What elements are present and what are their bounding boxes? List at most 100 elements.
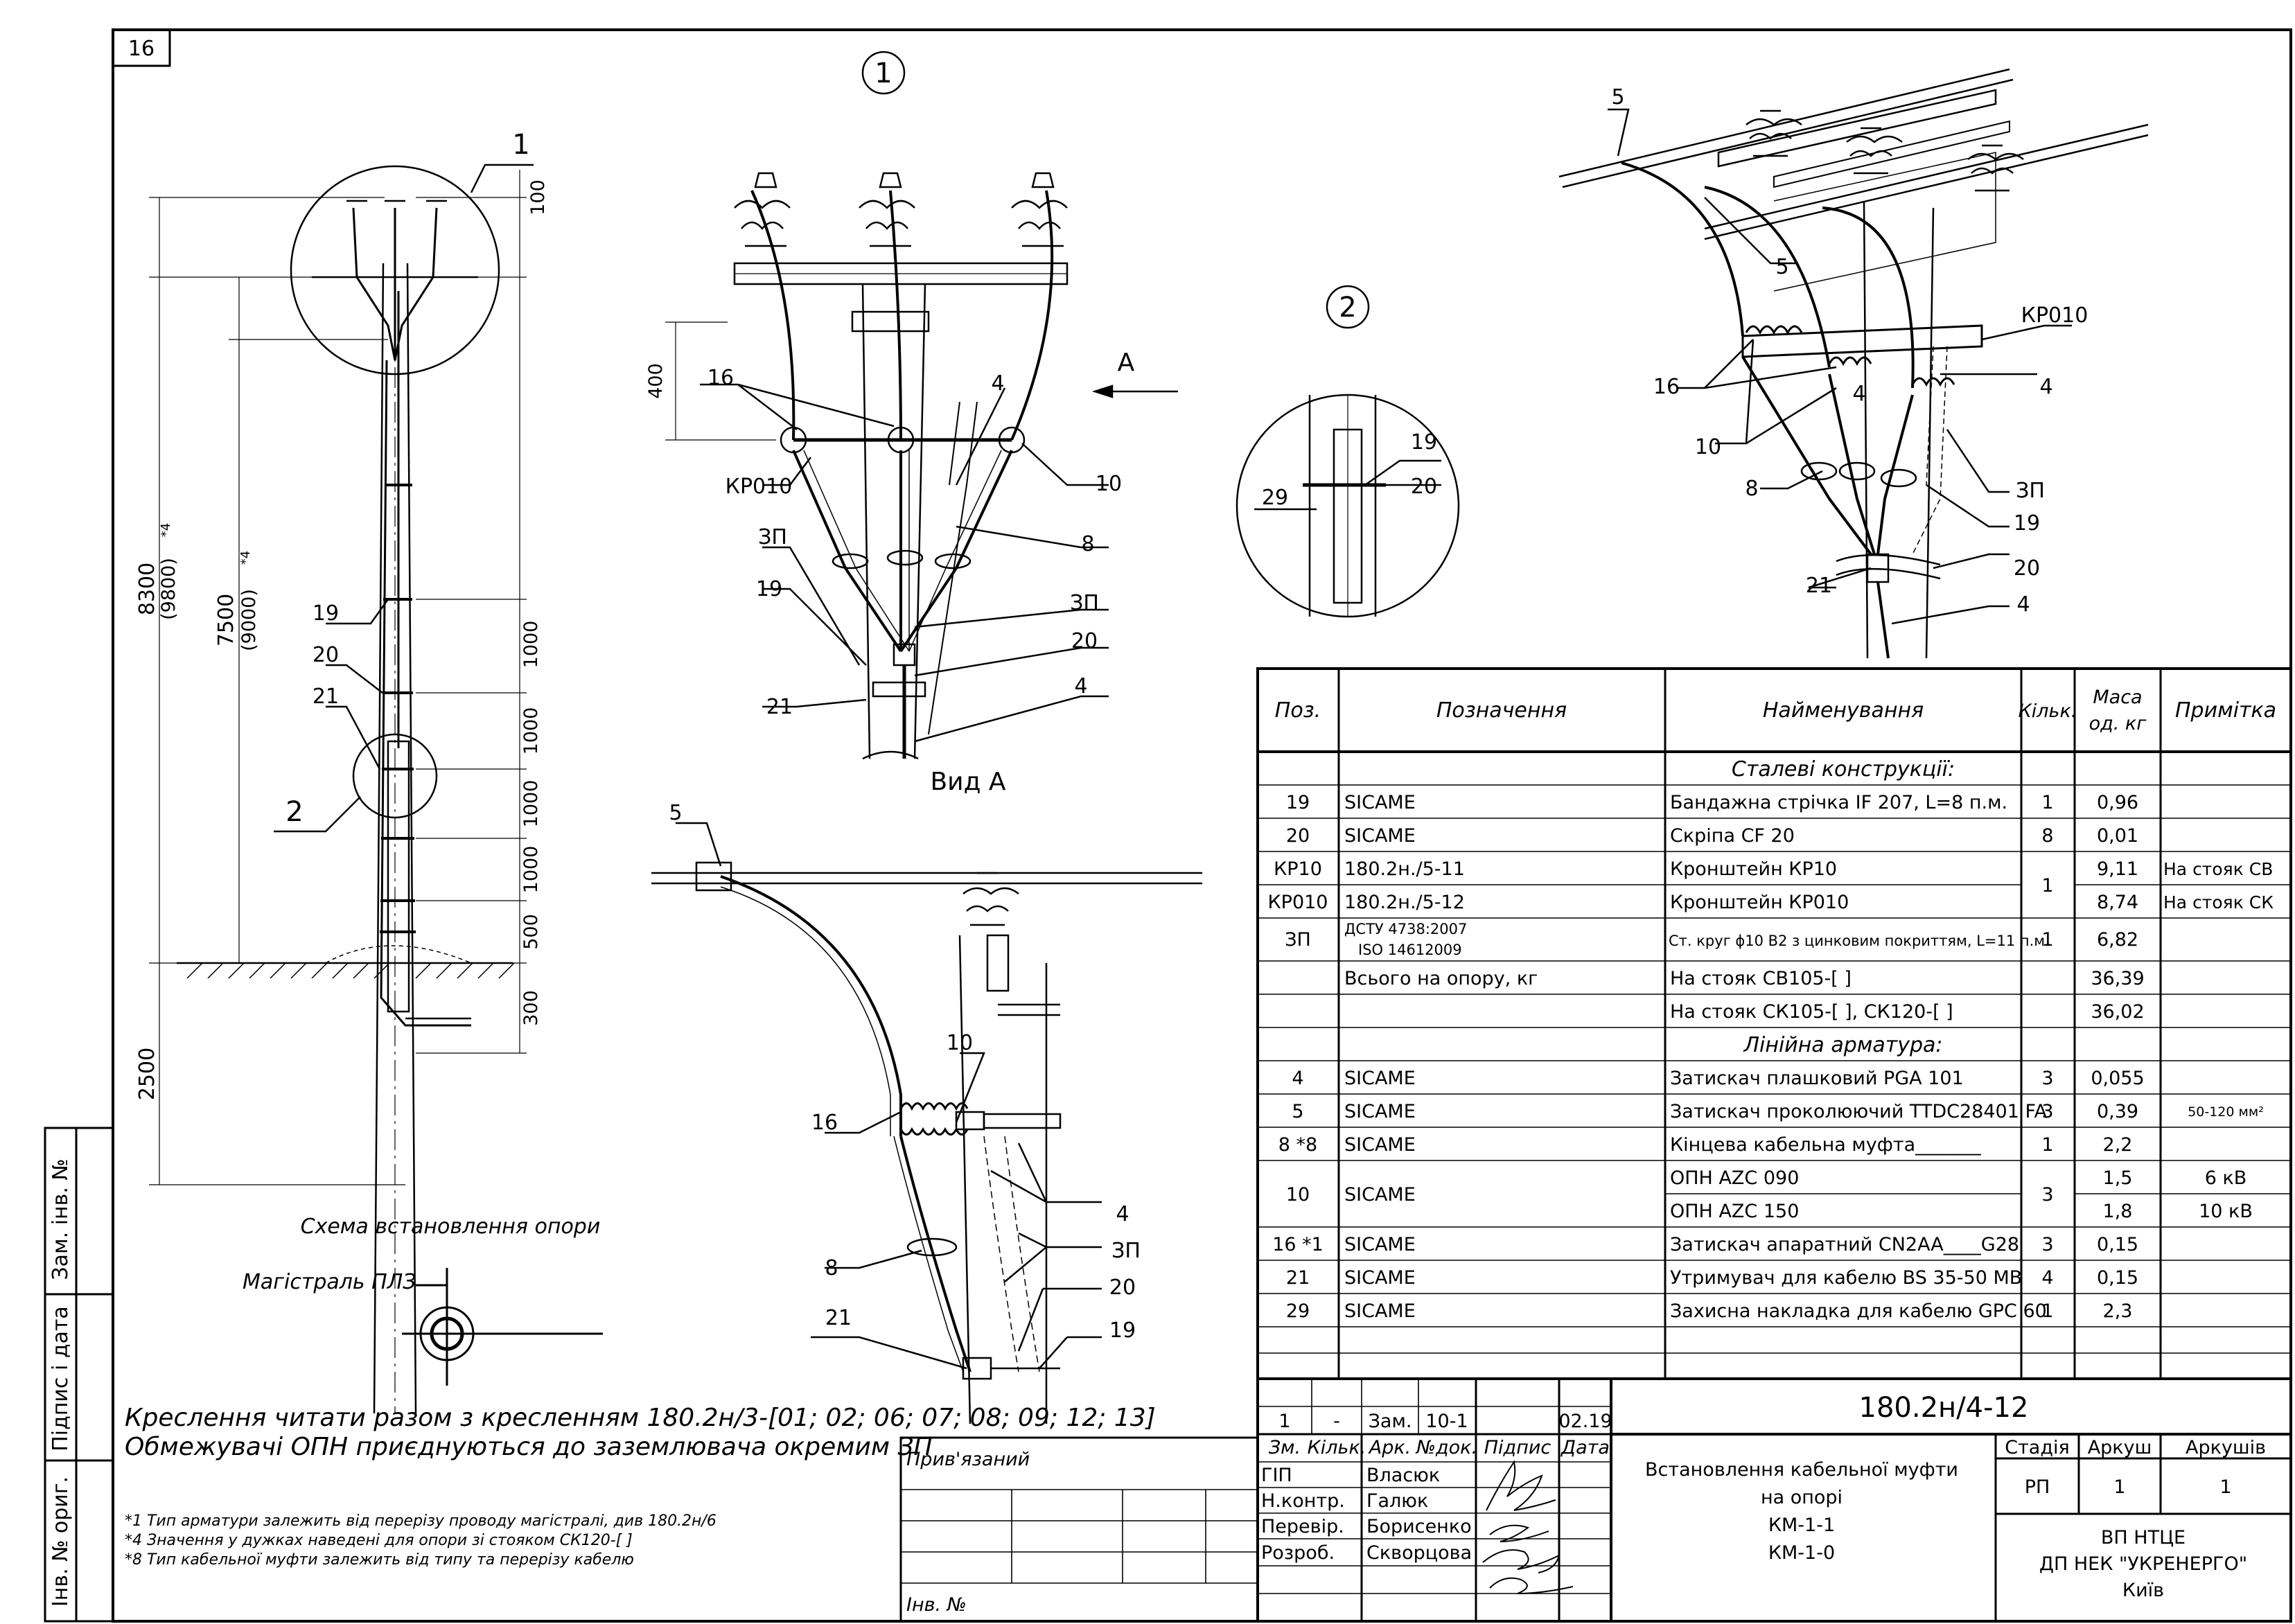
people-rows: ГІП Власюк Н.контр. Галюк Перевір. Борис…	[1261, 1465, 1472, 1564]
title-block-grid	[1256, 1377, 2292, 1623]
stamp-zam-inv: Зам. інв. №	[49, 1158, 73, 1280]
callout-4-iso-b: 4	[2039, 375, 2052, 399]
callout-21-d1: 21	[766, 695, 793, 719]
callout-20-d2: 20	[1411, 475, 1437, 499]
spec-row-name: Захисна накладка для кабелю GPC 60	[1670, 1300, 2047, 1322]
spec-row-pos: 21	[1286, 1267, 1310, 1289]
dim-400: 400	[645, 363, 667, 399]
person: Галюк	[1366, 1490, 1428, 1512]
spec-rows-steel: 19 SICAME Бандажна стрічка IF 207, L=8 п…	[1268, 792, 2274, 1023]
dim-8300: 8300	[135, 563, 159, 615]
callout-8-iso: 8	[1745, 477, 1758, 501]
spec-h-masa-1: Маса	[2093, 687, 2142, 708]
callout-1-left: 1	[512, 129, 529, 161]
spec-h-oznach: Позначення	[1436, 698, 1567, 723]
spec-row-name: Кінцева кабельна муфта_______	[1670, 1134, 1981, 1156]
spec-total-m: 36,02	[2091, 1001, 2144, 1023]
dim-mark-4a: *4	[159, 523, 173, 537]
spec-opn-q: 3	[2041, 1184, 2053, 1206]
spec-row-pos: 8 *8	[1278, 1134, 1317, 1156]
spec-row-oz: SICAME	[1344, 1101, 1416, 1122]
arkushiv-header: Аркушів	[2186, 1437, 2266, 1458]
col-data: Дата	[1560, 1437, 1610, 1458]
spec-row-m: 0,055	[2091, 1068, 2144, 1089]
spec-row-oz: SICAME	[1344, 825, 1416, 847]
stadia-value: РП	[2025, 1476, 2050, 1498]
dim-500: 500	[520, 914, 542, 950]
callout-29-d2: 29	[1262, 486, 1288, 510]
scheme-line-label: Магістраль ПЛЗ	[243, 1270, 416, 1294]
callout-2-detail: 2	[1339, 292, 1356, 324]
callout-21-left: 21	[313, 685, 339, 709]
spec-row-pos: 29	[1286, 1300, 1310, 1322]
rev-k: -	[1333, 1411, 1340, 1432]
dim-100: 100	[527, 179, 549, 215]
org-line: ВП НТЦЕ	[2101, 1527, 2186, 1548]
spec-opn-m-2: 1,8	[2103, 1201, 2133, 1222]
spec-row-oz: SICAME	[1344, 1234, 1416, 1255]
spec-opn-oz: SICAME	[1344, 1184, 1416, 1206]
callout-19-left: 19	[313, 601, 339, 626]
spec-row-pos: КР10	[1274, 858, 1322, 880]
callout-kp010-iso: КР010	[2021, 303, 2089, 328]
person: Борисенко	[1366, 1516, 1472, 1537]
callout-8-side: 8	[825, 1256, 838, 1280]
callout-19-iso: 19	[2014, 511, 2040, 536]
column-headers: Зм. Кільк. Арк. №док. Підпис Дата	[1269, 1437, 1610, 1458]
view-arrow-label: А	[1118, 348, 1135, 377]
sheet-number: 16	[128, 37, 155, 61]
side-view	[651, 822, 1202, 1424]
spec-row-pos: 5	[1292, 1101, 1303, 1122]
callout-20-iso: 20	[2014, 556, 2040, 581]
spec-total-label: Всього на опору, кг	[1344, 968, 1538, 989]
callout-19-d2: 19	[1411, 430, 1437, 454]
spec-row-oz: 180.2н./5-12	[1344, 892, 1465, 913]
spec-h-kilk: Кільк.	[2019, 700, 2077, 722]
spec-h-naim: Найменування	[1763, 698, 1924, 723]
dim-1000-d: 1000	[520, 846, 542, 894]
callout-21-iso: 21	[1806, 574, 1832, 598]
spec-total-name: На стояк СВ105-[ ]	[1670, 968, 1852, 989]
spec-row-oz: SICAME	[1344, 1267, 1416, 1289]
spec-row-m: 0,96	[2097, 792, 2138, 813]
role: Н.контр.	[1261, 1490, 1345, 1512]
revision-row: 1 - Зам. 10-1 02.19	[1278, 1411, 1612, 1432]
spec-section-fittings: Лінійна арматура:	[1743, 1033, 1942, 1057]
dim-9800: (9800)	[158, 558, 179, 620]
spec-total-m: 36,39	[2091, 968, 2144, 989]
organization: ВП НТЦЕ ДП НЕК "УКРЕНЕРГО" Київ	[2039, 1527, 2247, 1601]
person: Власюк	[1366, 1465, 1440, 1486]
spec-row-name: Затискач плашковий PGA 101	[1670, 1068, 1964, 1089]
spec-h-pos: Поз.	[1275, 698, 1321, 723]
dim-2500: 2500	[135, 1048, 159, 1100]
dim-1000-a: 1000	[520, 621, 542, 669]
spec-row-note: 50-120 мм²	[2188, 1104, 2264, 1120]
arkush-header: Аркуш	[2088, 1437, 2152, 1458]
callout-20-d1: 20	[1071, 629, 1098, 653]
spec-row-q: 8	[2041, 825, 2053, 847]
callout-16-iso: 16	[1653, 375, 1680, 399]
detail-1-front	[665, 51, 1178, 760]
binding-label: Прив'язаний	[906, 1449, 1030, 1470]
scheme-symbol	[402, 1268, 603, 1386]
spec-zp-oz-1: ДСТУ 4738:2007	[1344, 921, 1467, 937]
footnote-1: *1 Тип арматури залежить від перерізу пр…	[125, 1512, 716, 1530]
callout-5-iso-a: 5	[1611, 85, 1624, 109]
spec-total-name: На стояк СК105-[ ], СК120-[ ]	[1670, 1001, 1953, 1023]
desc-line: КМ-1-0	[1768, 1542, 1835, 1564]
spec-row-note: На стояк СВ	[2163, 859, 2273, 879]
spec-opn-pos: 10	[1286, 1184, 1310, 1206]
role: Перевір.	[1261, 1516, 1344, 1537]
rev-n: 1	[1278, 1411, 1290, 1432]
spec-row-name: Утримувач для кабелю BS 35-50 MB	[1670, 1267, 2022, 1289]
spec-row-oz: SICAME	[1344, 1300, 1416, 1322]
org-line: ДП НЕК "УКРЕНЕРГО"	[2039, 1553, 2247, 1575]
stamp-pidpys: Підпис і дата	[49, 1306, 73, 1451]
col-zm: Зм.	[1269, 1437, 1301, 1458]
detail-2-circle	[1236, 285, 1460, 618]
callout-4-side: 4	[1116, 1202, 1129, 1226]
binding-inv-label: Інв. №	[906, 1594, 967, 1616]
spec-row-oz: SICAME	[1344, 1134, 1416, 1156]
callout-19-side: 19	[1109, 1318, 1136, 1343]
